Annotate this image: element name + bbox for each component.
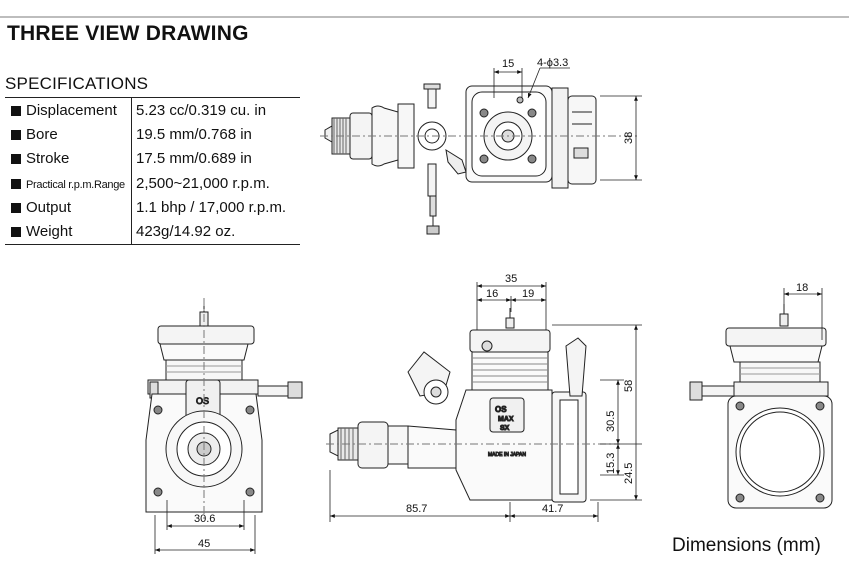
spec-row: Bore 19.5 mm/0.768 in	[5, 122, 300, 147]
dimension-label: 15	[502, 58, 514, 70]
brand-logo: OS	[495, 405, 507, 414]
spec-value: 5.23 cc/0.319 cu. in	[131, 97, 300, 123]
page-title: THREE VIEW DRAWING	[7, 22, 249, 45]
dimension-label: 41.7	[542, 503, 563, 515]
bullet-square-icon	[11, 129, 21, 140]
spec-value: 2,500~21,000 r.p.m.	[136, 174, 270, 192]
model-label: MAX	[498, 416, 514, 423]
dimension-label: 16	[486, 288, 498, 300]
specifications-title: SPECIFICATIONS	[5, 74, 149, 93]
side-view: OS MAX SX MADE IN JAPAN	[326, 308, 620, 503]
header-rule	[0, 16, 849, 18]
bullet-square-icon	[11, 202, 21, 213]
side-view-dimensions	[329, 282, 642, 522]
spec-label: Practical r.p.m.Range	[26, 178, 125, 191]
bullet-square-icon	[11, 105, 21, 116]
rear-view	[689, 304, 833, 509]
spec-row: Displacement 5.23 cc/0.319 cu. in	[5, 97, 300, 123]
spec-row: Practical r.p.m.Range 2,500~21,000 r.p.m…	[5, 170, 300, 196]
spec-label: Weight	[26, 223, 73, 241]
front-view-dimensions	[154, 500, 256, 554]
brand-logo: OS	[196, 396, 209, 406]
specifications-table: Displacement 5.23 cc/0.319 cu. in Bore 1…	[5, 97, 300, 245]
spec-label: Output	[26, 198, 72, 216]
front-view: OS	[145, 298, 303, 520]
units-caption: Dimensions (mm)	[672, 535, 821, 556]
dimension-label: 38	[623, 132, 635, 144]
dimension-label: 18	[796, 282, 808, 294]
model-label: SX	[500, 425, 510, 432]
dimension-label: 30.5	[605, 411, 617, 432]
dimension-label: 58	[623, 380, 635, 392]
dimension-label: 15.3	[605, 453, 617, 474]
top-view-dimensions	[493, 67, 642, 181]
dimension-label: 30.6	[194, 513, 215, 525]
spec-value: 17.5 mm/0.689 in	[136, 150, 252, 168]
spec-label: Stroke	[26, 150, 70, 168]
spec-label: Bore	[26, 125, 58, 143]
spec-row: Output 1.1 bhp / 17,000 r.p.m.	[5, 195, 300, 220]
dimension-label: 35	[505, 273, 517, 285]
bullet-square-icon	[11, 178, 21, 189]
dimension-label: 85.7	[406, 503, 427, 515]
dimension-label: 19	[522, 288, 534, 300]
dimension-label: 4-ϕ3.3	[537, 57, 568, 69]
spec-value: 1.1 bhp / 17,000 r.p.m.	[136, 198, 287, 216]
top-view	[320, 83, 640, 235]
bullet-square-icon	[11, 154, 21, 165]
rear-view-dimensions	[783, 288, 823, 340]
made-in-label: MADE IN JAPAN	[488, 452, 526, 458]
spec-label: Displacement	[26, 101, 117, 119]
dimension-label: 45	[198, 538, 210, 550]
spec-value: 423g/14.92 oz.	[131, 219, 300, 245]
spec-row: Weight 423g/14.92 oz.	[5, 219, 300, 245]
dimension-label: 24.5	[623, 463, 635, 484]
spec-value: 19.5 mm/0.768 in	[136, 125, 252, 143]
bullet-square-icon	[11, 227, 21, 238]
spec-row: Stroke 17.5 mm/0.689 in	[5, 146, 300, 171]
